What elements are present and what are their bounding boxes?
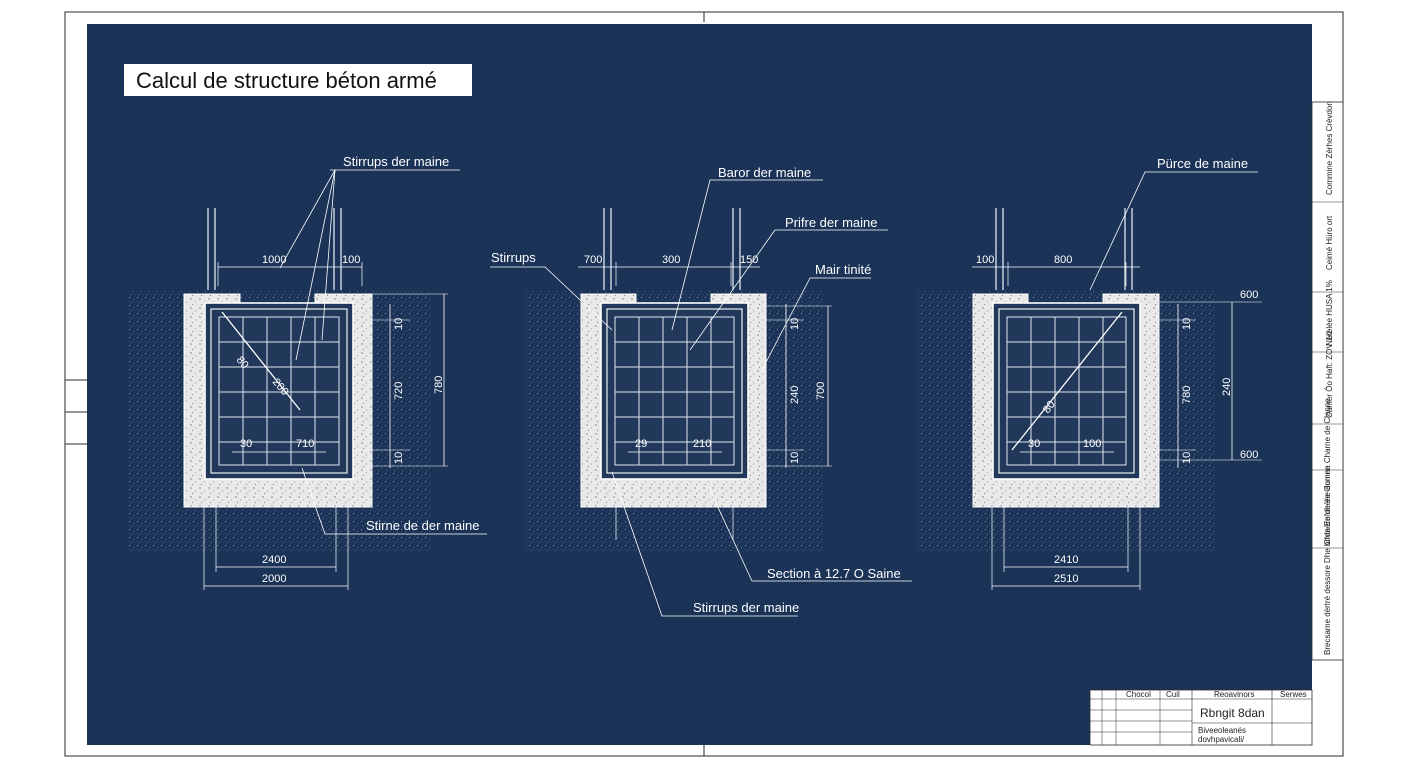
dim-bottom-b: 2000 [262, 573, 286, 585]
tb-head-3: Reoavinors [1214, 690, 1254, 699]
dim-bottom-a: 2410 [1054, 554, 1078, 566]
page-title: Calcul de structure béton armé [136, 68, 437, 93]
section-2: Baror der maine Stirrups Prifre der main… [490, 165, 912, 617]
section-1: Stirrups der maine Stirne de der maine 1… [128, 154, 487, 590]
dim-inner-left: 30 [240, 438, 252, 450]
dim-diag-a: 80 [1041, 399, 1058, 416]
dim-right-c: 10 [393, 452, 405, 464]
dim-inner-left: 29 [635, 438, 647, 450]
label-section: Section à 12.7 O Saine [767, 566, 901, 581]
dim-right-b: 780 [1181, 386, 1193, 404]
label-stirrups-bottom: Stirrups der maine [693, 600, 799, 615]
dim-right-total: 700 [815, 382, 827, 400]
dim-right-a: 10 [393, 318, 405, 330]
section-3: Pürce de maine 100 800 10 780 10 240 600… [916, 156, 1262, 590]
dim-inner-right: 210 [693, 438, 711, 450]
dim-top-mid: 800 [1054, 254, 1072, 266]
tb-sub-2: dovhpavicali/ [1198, 735, 1245, 744]
strip-cell-4: Canter Ôo Haft: ZOV 1/ž [1325, 330, 1334, 418]
dim-right-c: 10 [1181, 452, 1193, 464]
dim-right-total: 240 [1221, 378, 1233, 396]
dim-top-right: 100 [342, 254, 360, 266]
title-strip: Commine Zérhes Crèvdon Ceimé Hüro ort Nè… [1311, 101, 1344, 661]
dim-bottom-b: 2510 [1054, 573, 1078, 585]
tb-head-1: Chocol [1126, 690, 1151, 699]
label-stirrups: Stirrups [491, 250, 536, 265]
dim-right-c: 10 [789, 452, 801, 464]
dim-right-b: 720 [393, 382, 405, 400]
dim-top-left: 100 [976, 254, 994, 266]
label-purce: Pürce de maine [1157, 156, 1248, 171]
tb-drawing-name: Rbngit 8dan [1200, 706, 1265, 720]
tb-head-4: Serwes [1280, 690, 1307, 699]
label-stirne-bottom: Stirne de der maine [366, 518, 479, 533]
dim-top-left: 1000 [262, 254, 286, 266]
strip-cell-6: Brecsame dèrtré dessore Dhe brida Enfoe … [1323, 466, 1332, 655]
dim-right-b: 240 [789, 386, 801, 404]
dim-inner-right: 100 [1083, 438, 1101, 450]
tb-sub-1: Biveeoleanés [1198, 726, 1246, 735]
dim-top-mid: 300 [662, 254, 680, 266]
tb-head-2: Cuil [1166, 690, 1180, 699]
label-baror: Baror der maine [718, 165, 811, 180]
strip-cell-5: Chmère dhène domne Charne de Clanne [1323, 398, 1332, 545]
dim-right-bottom: 600 [1240, 449, 1258, 461]
dim-top-left: 700 [584, 254, 602, 266]
dim-inner-left: 30 [1028, 438, 1040, 450]
title-block: Chocol Cuil Reoavinors Serwes Rbngit 8da… [1089, 689, 1313, 746]
strip-cell-3: Nèrelée HUSA 1% [1325, 280, 1334, 346]
strip-cell-1: Commine Zérhes Crèvdon [1325, 101, 1334, 195]
dim-right-total: 780 [433, 376, 445, 394]
dim-bottom-a: 2400 [262, 554, 286, 566]
dim-right-top: 600 [1240, 289, 1258, 301]
label-stirrups-top: Stirrups der maine [343, 154, 449, 169]
strip-cell-2: Ceimé Hüro ort [1325, 215, 1334, 270]
label-prifre: Prifre der maine [785, 215, 877, 230]
dim-top-right: 150 [740, 254, 758, 266]
label-mair: Mair tinité [815, 262, 871, 277]
title-box [124, 64, 472, 96]
dim-inner-right: 710 [296, 438, 314, 450]
dim-right-a: 10 [1181, 318, 1193, 330]
dim-right-a: 10 [789, 318, 801, 330]
